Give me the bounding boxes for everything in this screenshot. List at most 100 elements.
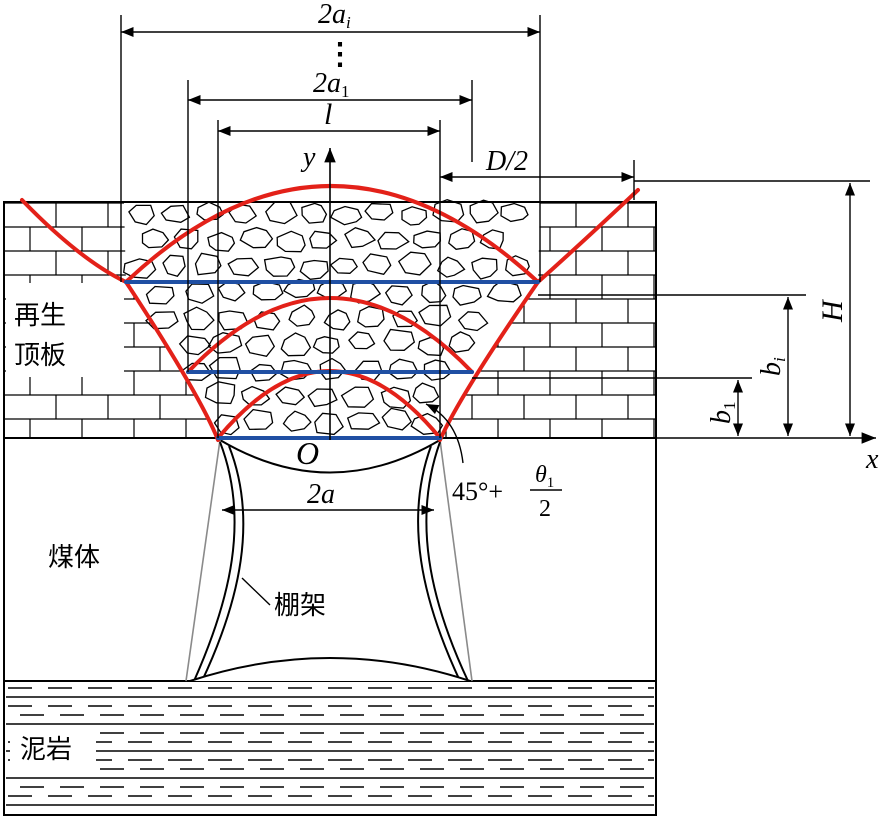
rubble-stone [279, 359, 313, 381]
rubble-stone [486, 280, 522, 303]
angle-formula: 45°+ θ1 2 [452, 462, 562, 522]
rubble-stone [299, 259, 329, 280]
rubble-stone [207, 231, 236, 252]
rubble-stone [178, 335, 212, 356]
rubble-stone [384, 285, 413, 306]
rubble-stone [243, 408, 274, 431]
rubble-stone [145, 285, 175, 305]
rubble-stone [448, 331, 476, 353]
rubble-stone [380, 386, 412, 409]
support-left-leg-inner [201, 445, 245, 682]
rubble-stone [423, 359, 453, 381]
label-roof-line2: 顶板 [14, 341, 66, 371]
roadway-floor-curve [189, 657, 471, 682]
label-l: l [324, 98, 332, 131]
label-mudstone: 泥岩 [20, 735, 72, 765]
rubble-stone [364, 202, 394, 221]
support-left-leg-outer [193, 441, 236, 682]
label-origin: O [296, 435, 319, 471]
rubble-stone [141, 228, 170, 249]
rubble-stone [471, 257, 498, 280]
rubble-stone [452, 284, 482, 306]
rubble-stone [329, 205, 363, 226]
mudstone-label-box [10, 725, 96, 771]
rubble-stone [252, 280, 284, 301]
label-y: y [300, 142, 316, 173]
rubble-stone [276, 230, 306, 253]
rubble-stone [457, 311, 489, 332]
rubble-stone [314, 412, 344, 436]
support-left-slope [185, 439, 221, 682]
label-2a1: 2a1 [313, 68, 350, 101]
rubble-stone [500, 202, 529, 223]
rubble-stone [392, 310, 419, 328]
support-right-leg-outer [425, 441, 469, 682]
rubble-stone [401, 206, 428, 226]
rubble-stone [183, 306, 215, 331]
rubble-stone [413, 230, 442, 249]
rubble-stone [288, 304, 316, 327]
mudstone-layer [6, 687, 654, 806]
rubble-stone [412, 382, 440, 404]
rubble-stone [194, 252, 222, 276]
rubble-stone [301, 202, 328, 224]
rubble-stone [145, 311, 179, 330]
rubble-stone [227, 257, 260, 277]
rubble-stone [344, 226, 377, 249]
label-2ai: 2ai [318, 0, 351, 32]
support-right-leg-inner [417, 445, 461, 682]
rubble-stone [162, 254, 186, 277]
rubble-stone [204, 381, 236, 405]
rubble-stone [346, 412, 381, 430]
label-h: H [816, 298, 849, 323]
angle-main: 45°+ [452, 477, 503, 506]
label-ellipsis: ⋮ [325, 38, 355, 71]
rubble-stone [348, 331, 376, 350]
label-x: x [865, 444, 879, 475]
roadway-support [185, 439, 473, 682]
label-support: 棚架 [274, 591, 326, 621]
rubble-stone [185, 283, 215, 304]
rubble-zone-fill [124, 203, 540, 440]
support-right-slope [439, 439, 473, 682]
rubble-stone [275, 386, 306, 406]
rubble-stone [208, 356, 241, 380]
angle-leader [425, 403, 464, 464]
roadway-roof-curve [219, 439, 441, 474]
rubble-stone [282, 410, 312, 432]
rubble-stone [207, 332, 243, 354]
label-2a: 2a [307, 479, 335, 510]
dimension-lines [120, 15, 870, 606]
angle-denominator: 2 [539, 496, 551, 522]
label-bi: bi [756, 357, 789, 376]
rubble-stone [383, 328, 416, 351]
rubble-stone [128, 204, 155, 226]
rubble-stone [307, 388, 338, 408]
arch-i [124, 184, 540, 284]
roof-label-box [6, 283, 124, 377]
rubble-stone [323, 309, 351, 331]
rubble-stone [160, 204, 191, 223]
rubble-stone [240, 385, 271, 406]
rubble-stone [362, 253, 392, 276]
labels: 2ai ⋮ 2a1 l y x O D/2 H bi b1 2a 45°+ θ1… [10, 0, 879, 771]
rubble-stone [377, 231, 410, 250]
rubble-stone [381, 407, 413, 431]
rubble-stone [244, 334, 276, 358]
rubble-stone [397, 251, 432, 276]
rubble-stone [504, 255, 530, 277]
support-leader [241, 577, 271, 606]
rubble-stone [312, 336, 340, 354]
rubble-stone [388, 358, 419, 380]
rubble-stone [173, 228, 199, 250]
angle-numerator: θ1 [535, 462, 554, 491]
rubble-stone [280, 332, 312, 357]
rubble-stone [319, 357, 346, 380]
rubble-stone [239, 226, 274, 249]
label-roof-line1: 再生 [14, 301, 66, 331]
rubble-stone [263, 256, 296, 277]
label-coal: 煤体 [48, 543, 100, 573]
label-b1: b1 [706, 402, 739, 425]
